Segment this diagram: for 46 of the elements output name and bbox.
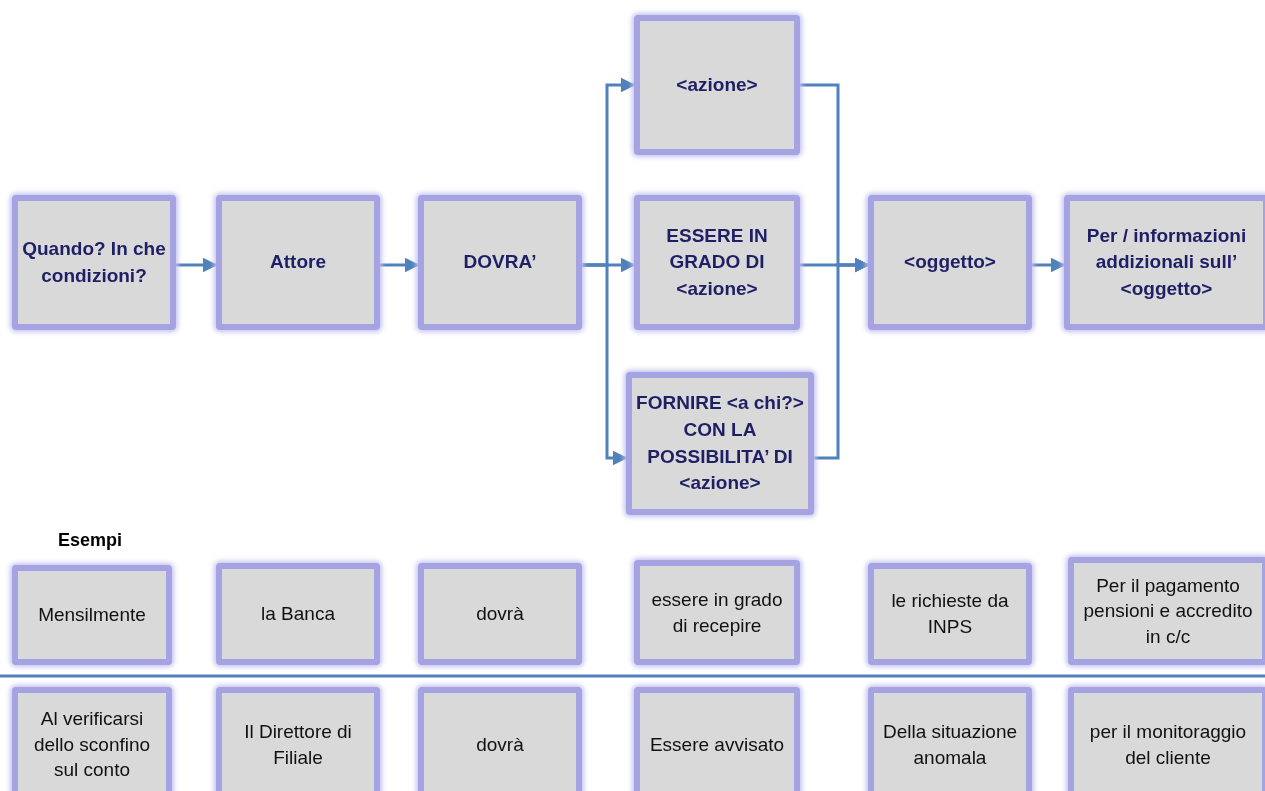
example-box (418, 563, 582, 665)
box-text: Quando? In che condizioni? (22, 236, 166, 288)
box-text: essere in grado di recepire (650, 587, 784, 638)
box-text: Essere avvisato (649, 732, 785, 757)
example-box (216, 687, 380, 791)
box-text: ESSERE IN GRADO DI <azione> (665, 223, 769, 301)
box-text: dovrà (476, 602, 524, 627)
example-box (868, 563, 1032, 665)
example-box (1068, 687, 1265, 791)
section-label: Esempi (58, 530, 123, 551)
process-box (418, 195, 582, 330)
box-text: Al verificarsi dello sconfino sul conto (32, 707, 152, 783)
box-text: le richieste da INPS (890, 589, 1010, 639)
box-text: Mensilmente (38, 603, 146, 628)
box-text: la Banca (261, 602, 335, 627)
box-text: <oggetto> (904, 250, 996, 275)
example-box (418, 687, 582, 791)
arrow (1032, 257, 1066, 273)
box-text: Attore (270, 250, 326, 275)
example-box (634, 560, 800, 665)
arrow (814, 257, 870, 460)
process-box (634, 195, 800, 330)
process-box (12, 195, 176, 330)
process-box (634, 15, 800, 155)
example-box (1068, 557, 1265, 665)
example-box (12, 565, 172, 665)
process-box (626, 372, 814, 515)
box-text: FORNIRE <a chi?> CON LA POSSIBILITA’ DI <azione> (636, 391, 804, 496)
example-box (634, 687, 800, 791)
example-box (868, 687, 1032, 791)
box-text: DOVRA’ (463, 250, 537, 275)
process-box (868, 195, 1032, 330)
box-text: <azione> (676, 72, 758, 97)
box-text: per il monitoraggio del cliente (1088, 719, 1248, 770)
box-text: Per / informazioni addizionali sull’ <oggetto> (1085, 223, 1248, 301)
arrow (380, 257, 420, 273)
arrow (176, 257, 218, 273)
box-text: Della situazione anomala (881, 719, 1019, 770)
box-text: Il Direttore di Filiale (243, 719, 353, 770)
arrow (582, 263, 628, 466)
process-box (216, 195, 380, 330)
process-box (1064, 195, 1265, 330)
example-box (12, 687, 172, 791)
box-text: Per il pagamento pensioni e accredito in c/c (1082, 573, 1254, 649)
box-text: dovrà (476, 732, 524, 757)
example-box (216, 563, 380, 665)
